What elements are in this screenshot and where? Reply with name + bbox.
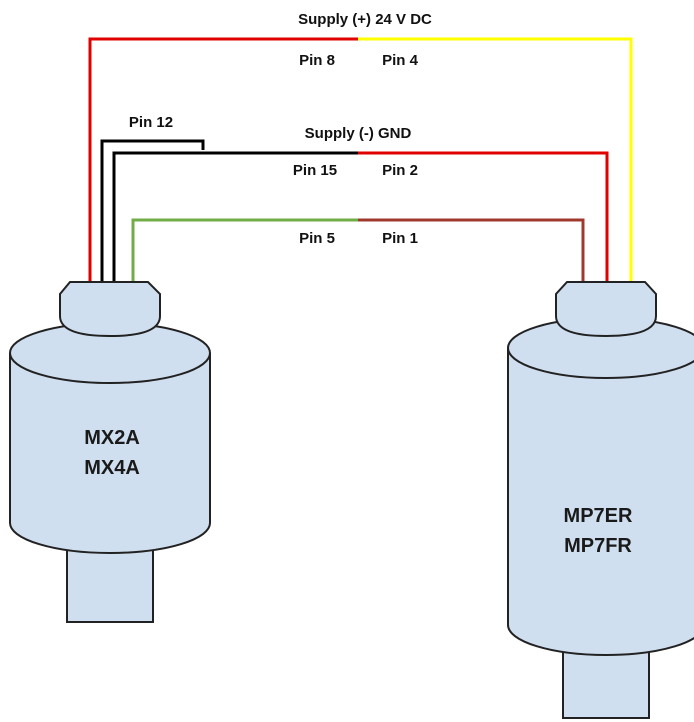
pin-15-label: Pin 15 xyxy=(293,162,337,179)
right-device-stem xyxy=(562,644,650,719)
supply-positive-label: Supply (+) 24 V DC xyxy=(298,11,432,28)
right-device-label-1: MP7ER xyxy=(564,505,633,527)
right-device: MP7ER MP7FR xyxy=(507,281,694,719)
wire-signal-brown xyxy=(358,218,585,283)
pin-4-label: Pin 4 xyxy=(382,52,419,69)
right-device-body xyxy=(507,348,694,656)
wire-supply-negative-red xyxy=(358,151,609,283)
pin-5-label: Pin 5 xyxy=(299,230,335,247)
left-device-connector xyxy=(59,281,161,338)
wire-pin12-black xyxy=(100,139,205,283)
pin-1-label: Pin 1 xyxy=(382,230,418,247)
left-device-body xyxy=(9,353,211,554)
left-device: MX2A MX4A xyxy=(9,281,211,623)
supply-negative-label: Supply (-) GND xyxy=(305,125,412,142)
pin-8-label: Pin 8 xyxy=(299,52,335,69)
wire-signal-green xyxy=(131,218,358,283)
left-device-label-1: MX2A xyxy=(84,427,140,449)
right-device-label-2: MP7FR xyxy=(564,535,632,557)
pin-2-label: Pin 2 xyxy=(382,162,418,179)
wire-supply-negative-black xyxy=(112,151,358,283)
left-device-stem xyxy=(66,544,154,623)
pin-12-label: Pin 12 xyxy=(129,114,173,131)
left-device-label-2: MX4A xyxy=(84,457,140,479)
right-device-connector xyxy=(555,281,657,338)
wire-supply-positive-red xyxy=(88,37,358,283)
wire-supply-positive-yellow xyxy=(358,37,633,283)
